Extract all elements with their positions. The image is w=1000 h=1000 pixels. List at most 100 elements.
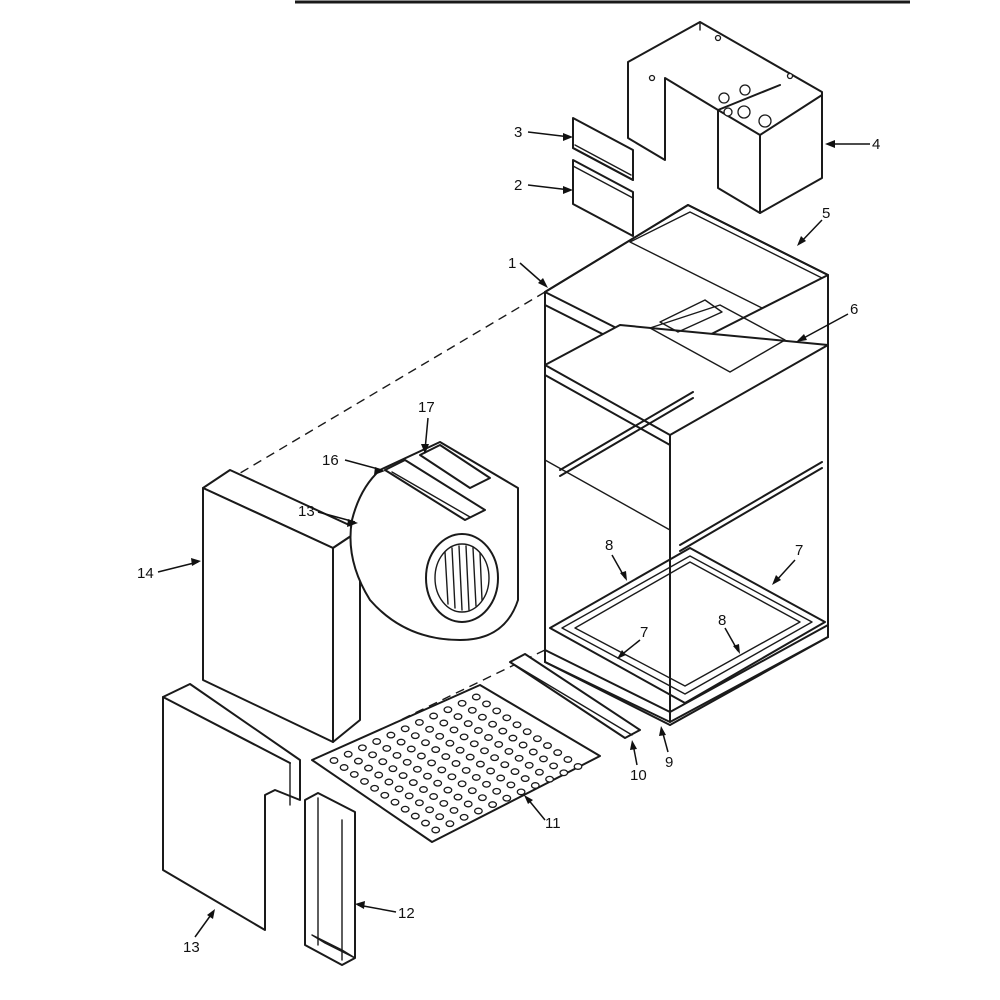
perforation-hole: [510, 768, 520, 776]
perforation-hole: [502, 714, 512, 722]
perforation-hole: [445, 820, 455, 828]
perforation-hole: [492, 707, 502, 715]
callout-12: 12: [398, 905, 415, 922]
perforation-hole: [429, 793, 439, 800]
perforation-hole: [490, 754, 500, 762]
perforation-hole: [563, 756, 573, 763]
perforation-hole: [343, 750, 353, 758]
perforation-hole: [471, 773, 481, 781]
perforation-hole: [396, 738, 406, 746]
blower-part-15: [349, 441, 519, 641]
perforation-hole: [372, 738, 382, 745]
callout-6: 6: [850, 301, 858, 318]
control-box-part-4: [627, 21, 823, 214]
perforation-hole: [431, 826, 441, 834]
perforation-hole: [508, 734, 518, 742]
perforation-hole: [467, 706, 477, 714]
perforation-hole: [494, 740, 504, 748]
perforation-hole: [421, 739, 430, 747]
perforation-hole: [398, 772, 408, 780]
perforation-hole: [408, 779, 418, 787]
perforation-hole: [447, 773, 457, 781]
perforation-hole: [471, 693, 481, 701]
perforation-hole: [425, 725, 435, 733]
perforation-hole: [429, 712, 439, 720]
callout-8-lower: 8: [718, 612, 726, 629]
perforation-hole: [353, 757, 363, 765]
perforation-hole: [441, 753, 451, 761]
callout-14: 14: [137, 565, 154, 582]
plate-part-3: [572, 117, 634, 181]
callout-7-lower: 7: [640, 624, 648, 641]
perforation-hole: [477, 713, 487, 721]
perforation-hole: [378, 758, 388, 766]
perforation-hole: [512, 721, 522, 729]
panel-part-13: [162, 683, 301, 931]
cabinet-part-1: [544, 204, 829, 726]
perforation-hole: [549, 762, 559, 770]
callout-2: 2: [514, 177, 522, 194]
perforation-hole: [349, 770, 359, 778]
perforation-hole: [559, 769, 569, 777]
perforation-hole: [451, 760, 461, 767]
perforation-holes: [329, 693, 583, 834]
perforation-hole: [390, 798, 400, 806]
perforation-hole: [394, 785, 404, 793]
perforation-hole: [455, 746, 465, 754]
perforation-hole: [360, 777, 369, 785]
perforation-hole: [406, 745, 416, 753]
perforation-hole: [459, 733, 469, 741]
channel-part-12: [304, 792, 356, 966]
perforation-hole: [380, 791, 390, 799]
perforation-hole: [427, 759, 437, 767]
perforation-hole: [482, 700, 491, 708]
perforation-hole: [500, 761, 510, 769]
perforation-hole: [539, 755, 548, 763]
perforation-hole: [502, 794, 512, 802]
perforation-hole: [423, 772, 432, 780]
perforation-hole: [528, 748, 538, 756]
rail-part-10: [509, 653, 641, 739]
perforation-hole: [459, 813, 469, 821]
perforation-hole: [488, 801, 498, 809]
callouts: 1 2 3 4 5 6 7 7 8 8: [137, 124, 880, 956]
perforation-hole: [445, 739, 455, 747]
perforation-hole: [386, 731, 396, 739]
perforation-hole: [437, 766, 447, 774]
perforation-hole: [469, 740, 479, 748]
perforation-hole: [439, 799, 449, 807]
perforation-hole: [496, 774, 506, 782]
perforation-hole: [477, 794, 487, 802]
perforation-hole: [382, 744, 392, 752]
perforation-hole: [329, 757, 339, 764]
perforation-hole: [453, 713, 463, 721]
perforation-hole: [370, 784, 380, 792]
callout-8-upper: 8: [605, 537, 613, 554]
callout-10: 10: [630, 767, 647, 784]
plate-part-2: [572, 159, 634, 237]
perforation-hole: [518, 741, 528, 749]
perforated-panel-part-11: [311, 684, 601, 843]
panel-part-14: [202, 469, 361, 743]
callout-13-lower: 13: [183, 939, 200, 956]
perforation-hole: [553, 749, 563, 757]
perforation-hole: [522, 728, 532, 736]
callout-16: 16: [322, 452, 339, 469]
perforation-hole: [543, 742, 552, 750]
perforation-hole: [433, 779, 443, 787]
perforation-hole: [410, 732, 420, 740]
perforation-hole: [421, 819, 430, 827]
callout-11: 11: [545, 815, 561, 832]
perforation-hole: [431, 746, 441, 754]
callout-1: 1: [508, 255, 516, 272]
perforation-hole: [414, 799, 424, 807]
callout-3: 3: [514, 124, 522, 141]
callout-17: 17: [418, 399, 435, 416]
perforation-hole: [392, 751, 402, 759]
perforation-hole: [449, 726, 459, 734]
callout-13-upper: 13: [298, 503, 315, 520]
perforation-hole: [400, 805, 410, 813]
perforation-hole: [506, 781, 516, 789]
perforation-hole: [530, 782, 540, 789]
perforation-hole: [410, 812, 420, 820]
